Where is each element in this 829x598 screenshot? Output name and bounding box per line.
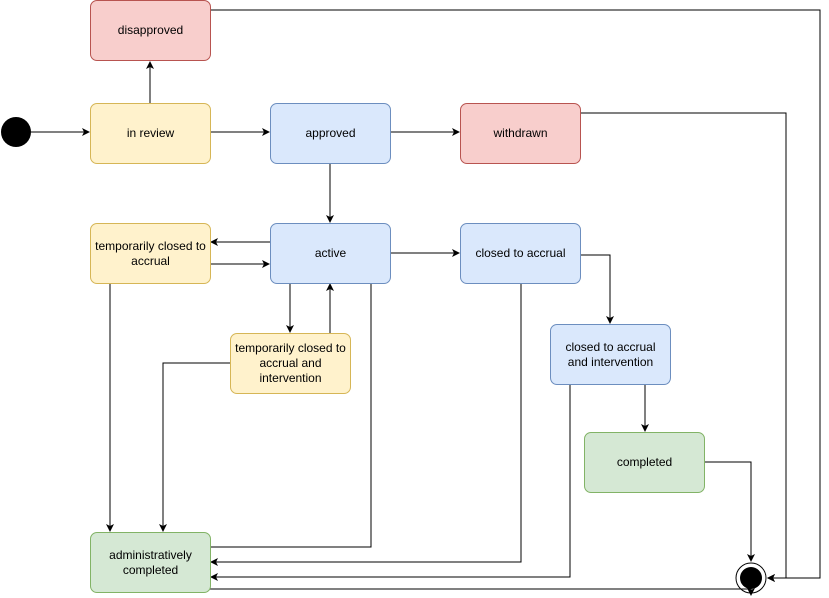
final-state — [735, 562, 767, 594]
initial-state — [1, 117, 31, 147]
state-temporarily-closed-to-accrual-and-intervention-label: temporarily closed to accrual and interv… — [235, 341, 346, 385]
state-approved: approved — [270, 103, 391, 164]
state-completed-label: completed — [616, 455, 673, 469]
transition-completed-to-final — [705, 461, 755, 562]
state-closed-to-accrual-and-intervention: closed to accrual and intervention — [550, 324, 671, 385]
state-administratively-completed-label: administratively completed — [109, 547, 192, 577]
state-withdrawn: withdrawn — [460, 103, 581, 164]
state-disapproved-label: disapproved — [117, 23, 184, 37]
state-in-review-label: in review — [126, 126, 175, 140]
state-approved-label: approved — [305, 126, 356, 140]
state-active-label: active — [314, 246, 347, 260]
transition-disapproved-to-final — [210, 9, 821, 582]
state-withdrawn-label: withdrawn — [493, 126, 548, 140]
state-closed-to-accrual-label: closed to accrual — [475, 246, 566, 260]
state-completed: completed — [584, 432, 705, 493]
state-administratively-completed: administratively completed — [90, 532, 211, 593]
state-in-review: in review — [90, 103, 211, 164]
state-disapproved: disapproved — [90, 0, 211, 61]
state-temporarily-closed-to-accrual: temporarily closed to accrual — [90, 223, 211, 284]
transition-closed-intervention-to-admin-completed — [210, 384, 571, 581]
state-active: active — [270, 223, 391, 284]
state-closed-to-accrual-and-intervention-label: closed to accrual and intervention — [565, 339, 656, 369]
transition-active-to-admin-completed — [211, 283, 372, 548]
transition-closed-accrual-to-admin-completed — [210, 283, 522, 566]
transition-temp-closed-intervention-to-admin-completed — [159, 362, 230, 532]
state-closed-to-accrual: closed to accrual — [460, 223, 581, 284]
transition-closed-accrual-to-closed-intervention — [580, 254, 614, 324]
transition-withdrawn-to-final — [580, 112, 787, 582]
transition-admin-completed-to-final — [210, 588, 755, 596]
state-temporarily-closed-to-accrual-label: temporarily closed to accrual — [95, 238, 206, 268]
state-temporarily-closed-to-accrual-and-intervention: temporarily closed to accrual and interv… — [230, 333, 351, 394]
